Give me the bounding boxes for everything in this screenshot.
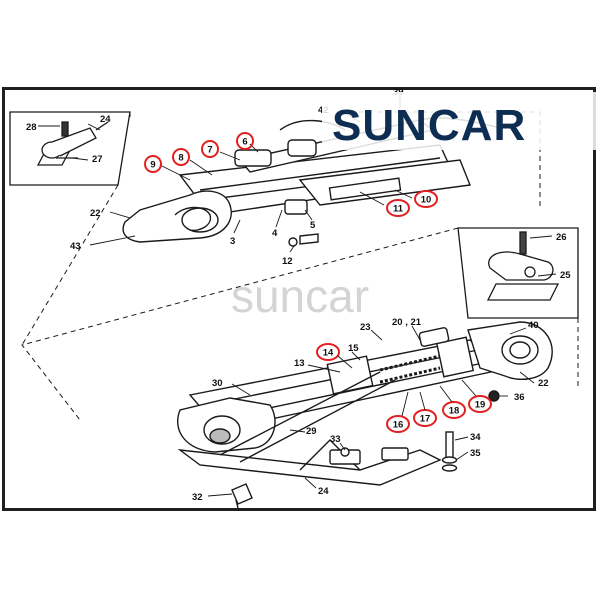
callout-24-lower: 24 — [318, 486, 329, 497]
callout-20-21: 20 , 21 — [392, 317, 422, 328]
ring-11 — [386, 199, 410, 217]
callout-6: 6 — [242, 137, 247, 148]
callout-29: 29 — [306, 426, 317, 437]
callout-17: 17 — [420, 414, 431, 425]
ring-10 — [414, 190, 438, 208]
callout-27: 27 — [92, 154, 103, 165]
lower-cylinder — [177, 321, 553, 509]
callout-7: 7 — [207, 145, 212, 156]
callout-28: 28 — [26, 122, 37, 133]
ring-7 — [201, 140, 219, 158]
watermark-text: suncar — [231, 270, 369, 322]
callout-8: 8 — [178, 153, 183, 164]
ring-16 — [386, 415, 410, 433]
callout-36: 36 — [514, 392, 525, 403]
callout-43: 43 — [70, 241, 81, 252]
callout-30: 30 — [212, 378, 223, 389]
leaders-right-inset — [529, 235, 557, 277]
callout-34: 34 — [470, 432, 481, 443]
callout-22: 22 — [90, 208, 101, 219]
callout-4: 4 — [272, 228, 278, 239]
callout-40: 40 — [528, 320, 539, 331]
callout-19: 19 — [475, 400, 486, 411]
callout-3: 3 — [230, 236, 235, 247]
callout-14: 14 — [323, 348, 334, 359]
callout-15: 15 — [348, 343, 359, 354]
ring-9 — [144, 155, 162, 173]
ring-6 — [236, 132, 254, 150]
dashed-boundary-lower — [21, 227, 579, 421]
leaders-red-lower — [337, 355, 477, 417]
callout-5: 5 — [310, 220, 316, 231]
highlighted-callouts-upper: 6 7 8 9 11 10 — [144, 132, 438, 217]
callout-13: 13 — [294, 358, 305, 369]
ring-14 — [316, 343, 340, 361]
ring-8 — [172, 148, 190, 166]
ring-18 — [442, 401, 466, 419]
callout-25: 25 — [560, 270, 571, 281]
leaders-lower — [207, 325, 535, 497]
ring-19 — [468, 395, 492, 413]
callout-33: 33 — [330, 434, 341, 445]
callout-11: 11 — [393, 204, 404, 215]
highlighted-callouts-lower: 14 16 17 18 19 — [316, 343, 492, 433]
callout-9: 9 — [150, 160, 155, 171]
callout-26: 26 — [556, 232, 567, 243]
callouts-right-inset: 26 25 — [556, 232, 571, 281]
callout-16: 16 — [393, 420, 404, 431]
callout-24: 24 — [100, 114, 111, 125]
callouts-lower: 23 20 , 21 40 13 15 30 22 36 29 33 34 35… — [192, 317, 549, 503]
callout-12: 12 — [282, 256, 293, 267]
suncar-logo: SUNCAR — [322, 92, 596, 150]
diagram-frame — [2, 87, 596, 511]
logo-text: SUNCAR — [332, 101, 526, 150]
callout-35: 35 — [470, 448, 481, 459]
callout-18: 18 — [449, 406, 460, 417]
callout-10: 10 — [421, 195, 432, 206]
leaders-upper — [38, 95, 413, 253]
callout-32: 32 — [192, 492, 203, 503]
logo-backdrop — [322, 92, 596, 150]
callout-23: 23 — [360, 322, 371, 333]
callout-22: 22 — [538, 378, 549, 389]
